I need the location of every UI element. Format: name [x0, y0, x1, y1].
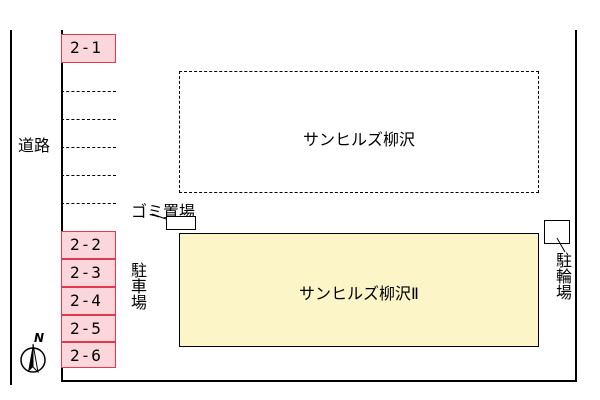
parking-slot[interactable] [61, 147, 116, 175]
parking-slot[interactable] [61, 91, 116, 119]
site-right-boundary [575, 30, 577, 382]
road-edge-line [10, 30, 12, 385]
parking-slot[interactable] [61, 203, 116, 231]
site-bottom-boundary [61, 380, 577, 382]
parking-label: 駐車場 [128, 262, 147, 310]
bicycle-pointer-line [556, 237, 566, 253]
subject-building-label: サンヒルズ柳沢Ⅱ [299, 284, 419, 303]
bicycle-parking-label-text: 駐輪場 [553, 252, 572, 300]
north-arrow-icon [20, 343, 46, 374]
parking-slot[interactable]: 2-6 [61, 342, 116, 368]
parking-lot: 2-1 2-2 2-3 2-4 2-5 2-6 [61, 34, 116, 368]
bicycle-parking-box[interactable] [544, 220, 570, 244]
parking-slot-label: 2-5 [70, 319, 102, 338]
bicycle-parking-label: 駐輪場 [553, 252, 572, 300]
garbage-area-box[interactable] [166, 216, 196, 230]
road-label: 道路 [18, 136, 51, 155]
parking-slot[interactable]: 2-3 [61, 259, 116, 287]
parking-slot-label: 2-3 [70, 263, 102, 282]
parking-slot-label: 2-6 [70, 346, 102, 365]
parking-slot-label: 2-4 [70, 291, 102, 310]
site-left-boundary [61, 30, 63, 382]
subject-building[interactable]: サンヒルズ柳沢Ⅱ [179, 233, 539, 347]
parking-slot[interactable]: 2-1 [61, 34, 116, 63]
parking-slot[interactable] [61, 119, 116, 147]
parking-slot[interactable]: 2-4 [61, 287, 116, 315]
parking-slot[interactable] [61, 175, 116, 203]
parking-slot-label: 2-2 [70, 235, 102, 254]
parking-slot[interactable]: 2-5 [61, 315, 116, 342]
parking-label-text: 駐車場 [128, 262, 147, 310]
compass-label: N [34, 331, 45, 345]
existing-building-label: サンヒルズ柳沢 [302, 130, 415, 149]
parking-slot[interactable]: 2-2 [61, 231, 116, 259]
existing-building[interactable]: サンヒルズ柳沢 [179, 71, 539, 193]
parking-slot-label: 2-1 [70, 38, 102, 57]
